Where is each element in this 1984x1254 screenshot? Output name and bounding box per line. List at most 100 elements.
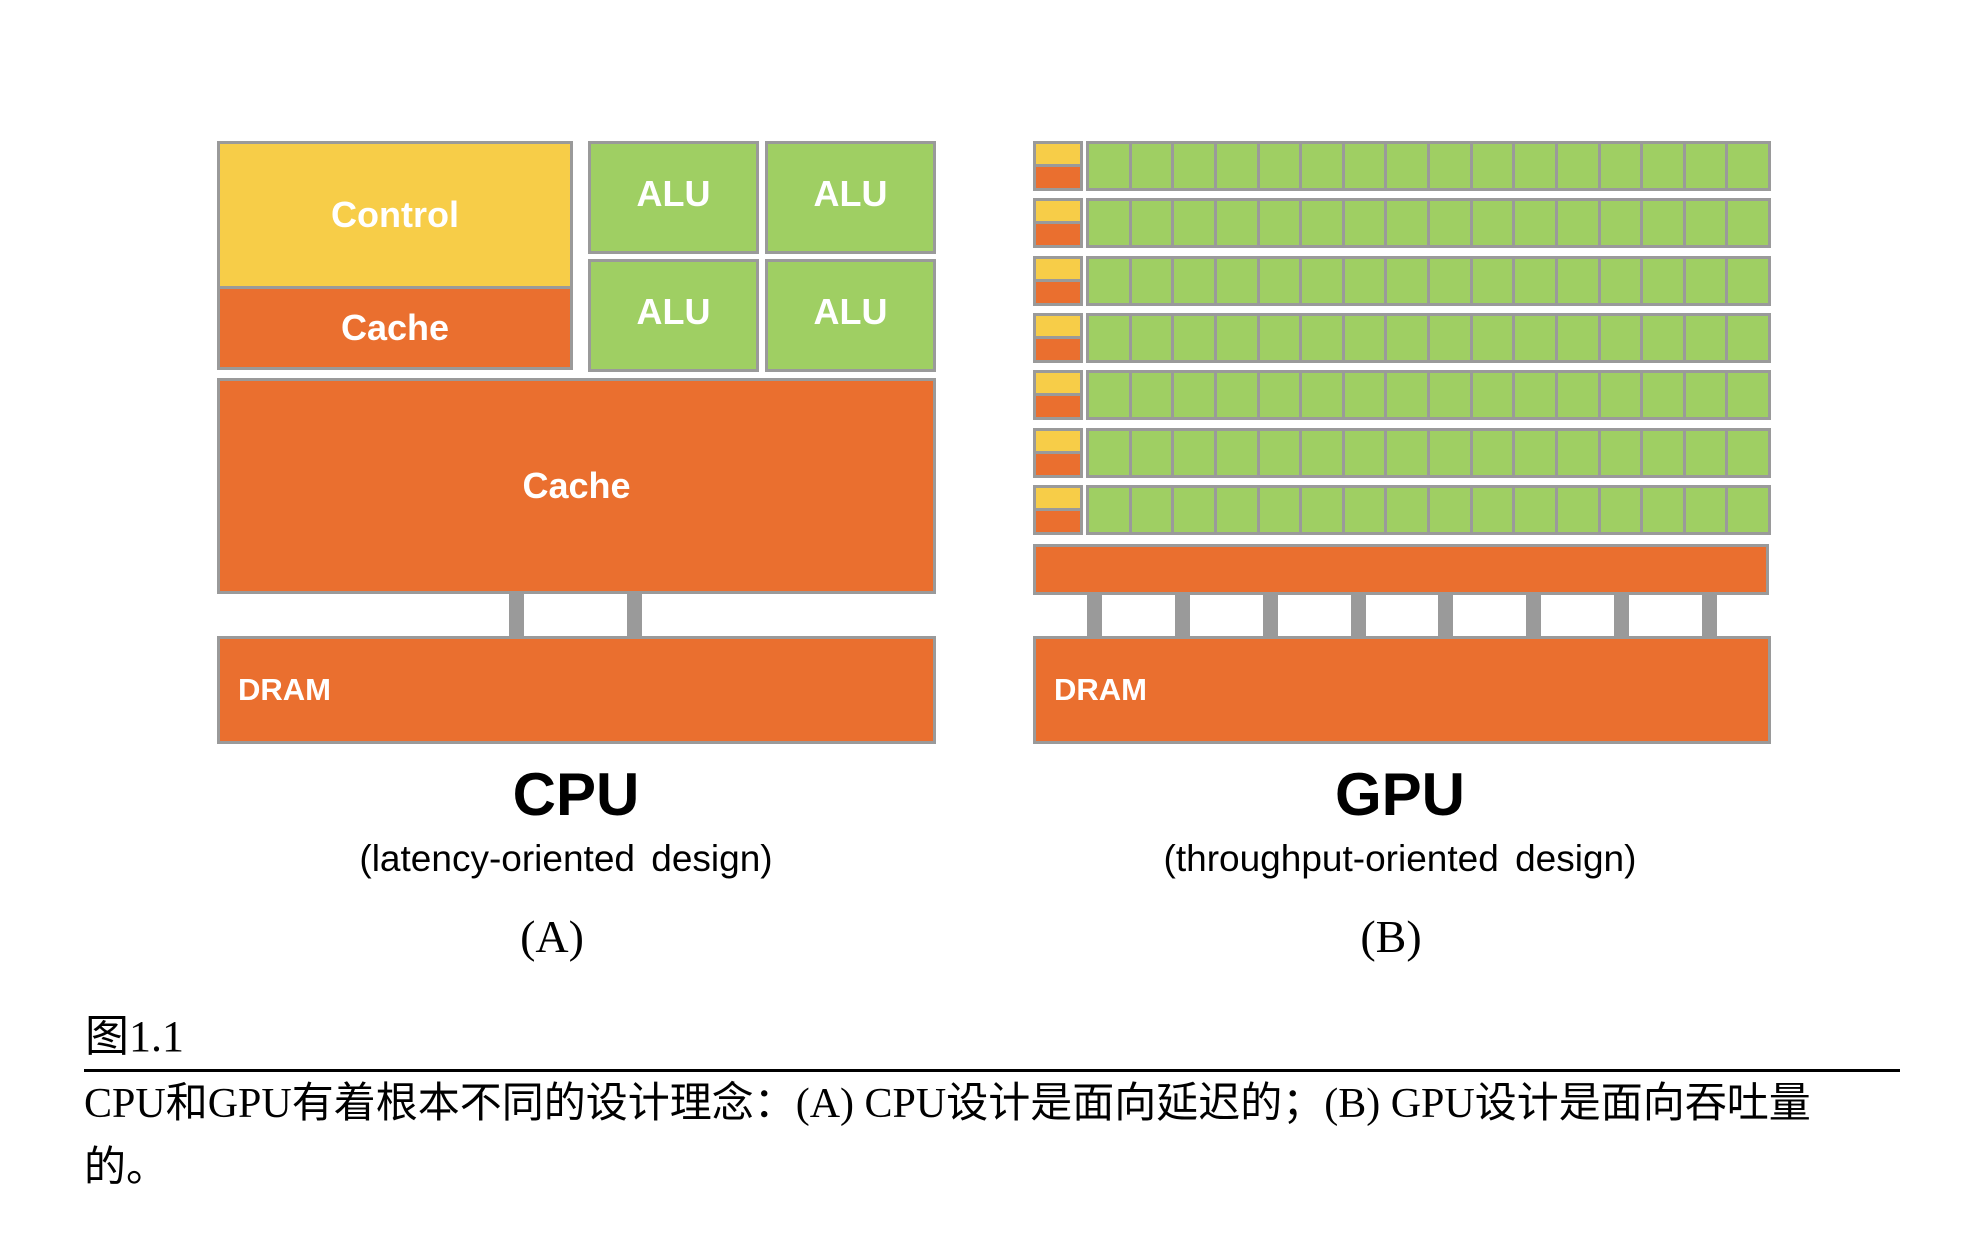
gpu-dram-block: DRAM: [1033, 636, 1771, 744]
gpu-title: GPU: [1334, 761, 1466, 828]
gpu-memory-link: [1351, 593, 1366, 638]
gpu-alu-cell: [1728, 316, 1768, 360]
gpu-cache-part: [1036, 281, 1080, 303]
gpu-alu-cell: [1728, 201, 1768, 245]
gpu-alu-cell: [1643, 259, 1683, 303]
gpu-alu-strip: [1086, 256, 1771, 306]
gpu-control-part: [1036, 316, 1080, 336]
gpu-alu-cell: [1685, 431, 1726, 475]
gpu-subtitle: (throughput-oriented design): [1163, 838, 1637, 879]
gpu-memory-link: [1087, 593, 1102, 638]
gpu-cache-part: [1036, 395, 1080, 417]
gpu-alu-cell: [1387, 488, 1427, 532]
gpu-alu-cell: [1728, 259, 1768, 303]
gpu-alu-cell: [1259, 144, 1300, 188]
gpu-alu-cell: [1430, 201, 1470, 245]
gpu-alu-cell: [1302, 431, 1342, 475]
gpu-alu-cell: [1685, 373, 1726, 417]
cpu-control-label: Control: [331, 194, 459, 235]
gpu-alu-cell: [1600, 201, 1641, 245]
gpu-control-cache-block: [1033, 198, 1083, 248]
gpu-memory-link: [1263, 593, 1278, 638]
cpu-subtitle: (latency-oriented design): [359, 838, 773, 879]
gpu-alu-cell: [1174, 488, 1214, 532]
gpu-alu-cell: [1557, 144, 1598, 188]
gpu-alu-cell: [1174, 316, 1214, 360]
cpu-dram-label: DRAM: [238, 672, 331, 707]
gpu-alu-cell: [1089, 201, 1129, 245]
gpu-memory-link: [1175, 593, 1190, 638]
gpu-cache-part: [1036, 510, 1080, 532]
gpu-alu-cell: [1600, 373, 1641, 417]
caption-rule: [84, 1069, 1900, 1072]
gpu-alu-cell: [1131, 259, 1172, 303]
gpu-alu-cell: [1259, 201, 1300, 245]
gpu-alu-cell: [1472, 431, 1513, 475]
gpu-alu-cell: [1557, 431, 1598, 475]
gpu-alu-strip: [1086, 370, 1771, 420]
gpu-alu-cell: [1643, 373, 1683, 417]
gpu-alu-cell: [1302, 201, 1342, 245]
gpu-alu-cell: [1302, 373, 1342, 417]
gpu-alu-cell: [1472, 488, 1513, 532]
gpu-alu-cell: [1344, 201, 1385, 245]
gpu-alu-cell: [1685, 144, 1726, 188]
gpu-control-cache-block: [1033, 256, 1083, 306]
gpu-alu-cell: [1472, 373, 1513, 417]
gpu-alu-cell: [1089, 316, 1129, 360]
gpu-control-part: [1036, 373, 1080, 393]
gpu-alu-cell: [1600, 259, 1641, 303]
gpu-alu-cell: [1728, 488, 1768, 532]
gpu-alu-cell: [1728, 431, 1768, 475]
gpu-alu-cell: [1089, 431, 1129, 475]
cpu-cache-block: Cache: [217, 378, 936, 594]
gpu-control-cache-block: [1033, 313, 1083, 363]
gpu-alu-cell: [1472, 316, 1513, 360]
gpu-alu-cell: [1174, 373, 1214, 417]
gpu-alu-cell: [1430, 488, 1470, 532]
cpu-alu-label: ALU: [813, 290, 888, 332]
gpu-alu-strip: [1086, 428, 1771, 478]
gpu-alu-cell: [1430, 431, 1470, 475]
gpu-alu-cell: [1643, 201, 1683, 245]
cpu-small-cache-block: Cache: [217, 286, 573, 370]
gpu-alu-cell: [1089, 259, 1129, 303]
gpu-control-cache-block: [1033, 485, 1083, 535]
gpu-alu-cell: [1344, 431, 1385, 475]
cpu-panel-label: (A): [520, 911, 584, 962]
gpu-alu-cell: [1259, 373, 1300, 417]
gpu-alu-cell: [1685, 488, 1726, 532]
gpu-alu-cell: [1600, 488, 1641, 532]
cpu-memory-link: [627, 593, 642, 638]
gpu-alu-cell: [1515, 316, 1555, 360]
gpu-control-part: [1036, 488, 1080, 508]
gpu-alu-cell: [1131, 431, 1172, 475]
gpu-alu-cell: [1131, 373, 1172, 417]
gpu-alu-cell: [1515, 373, 1555, 417]
gpu-alu-cell: [1557, 316, 1598, 360]
gpu-alu-cell: [1216, 488, 1257, 532]
gpu-alu-cell: [1557, 201, 1598, 245]
gpu-alu-cell: [1387, 144, 1427, 188]
gpu-alu-cell: [1515, 488, 1555, 532]
gpu-alu-cell: [1600, 144, 1641, 188]
gpu-alu-cell: [1259, 259, 1300, 303]
gpu-alu-cell: [1302, 316, 1342, 360]
gpu-alu-cell: [1685, 201, 1726, 245]
cpu-alu-block: ALU: [765, 259, 936, 372]
cpu-memory-link: [509, 593, 524, 638]
gpu-alu-cell: [1302, 259, 1342, 303]
gpu-alu-cell: [1600, 431, 1641, 475]
cpu-alu-block: ALU: [765, 141, 936, 254]
cpu-control-block: Control: [217, 141, 573, 289]
gpu-alu-cell: [1387, 431, 1427, 475]
gpu-alu-cell: [1131, 316, 1172, 360]
gpu-alu-cell: [1643, 488, 1683, 532]
gpu-memory-link: [1438, 593, 1453, 638]
cpu-cache-label: Cache: [522, 465, 631, 506]
gpu-alu-cell: [1302, 144, 1342, 188]
gpu-alu-cell: [1472, 201, 1513, 245]
gpu-alu-cell: [1216, 431, 1257, 475]
gpu-cache-part: [1036, 223, 1080, 245]
gpu-memory-link: [1526, 593, 1541, 638]
